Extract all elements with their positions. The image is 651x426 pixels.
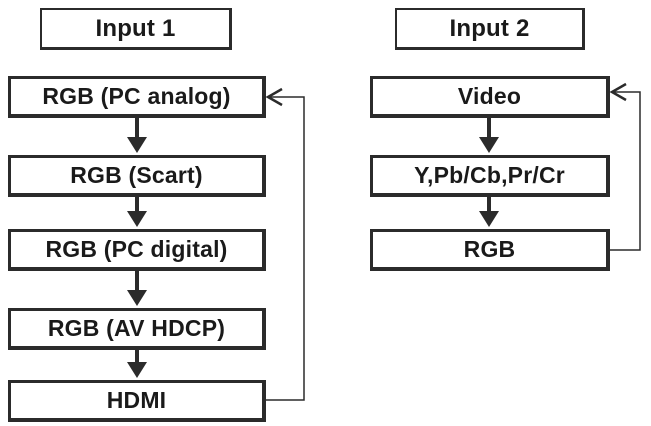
loop-line <box>610 91 641 251</box>
input1-item-hdmi[interactable]: HDMI <box>8 380 266 422</box>
input1-title: Input 1 <box>40 8 232 50</box>
input1-item-rgb-av-hdcp[interactable]: RGB (AV HDCP) <box>8 308 266 350</box>
input2-loop-arrow <box>609 82 641 251</box>
input2-item-video[interactable]: Video <box>370 76 610 118</box>
input2-down-arrows <box>479 118 499 227</box>
down-arrow-head-icon <box>127 137 147 153</box>
down-arrow-head-icon <box>479 137 499 153</box>
input1-item-rgb-scart[interactable]: RGB (Scart) <box>8 155 266 197</box>
down-arrow-head-icon <box>479 211 499 227</box>
input2-title: Input 2 <box>395 8 585 50</box>
down-arrow-head-icon <box>127 362 147 378</box>
input1-down-arrows <box>127 118 147 378</box>
left-arrow-head-icon <box>609 82 627 102</box>
input1-loop-arrow <box>265 87 305 401</box>
input2-item-rgb[interactable]: RGB <box>370 229 610 271</box>
left-arrow-head-icon <box>265 87 283 107</box>
down-arrow-head-icon <box>127 211 147 227</box>
down-arrow-head-icon <box>127 290 147 306</box>
input1-item-rgb-pc-analog[interactable]: RGB (PC analog) <box>8 76 266 118</box>
input2-item-component[interactable]: Y,Pb/Cb,Pr/Cr <box>370 155 610 197</box>
input1-item-rgb-pc-digital[interactable]: RGB (PC digital) <box>8 229 266 271</box>
loop-line <box>266 96 305 401</box>
